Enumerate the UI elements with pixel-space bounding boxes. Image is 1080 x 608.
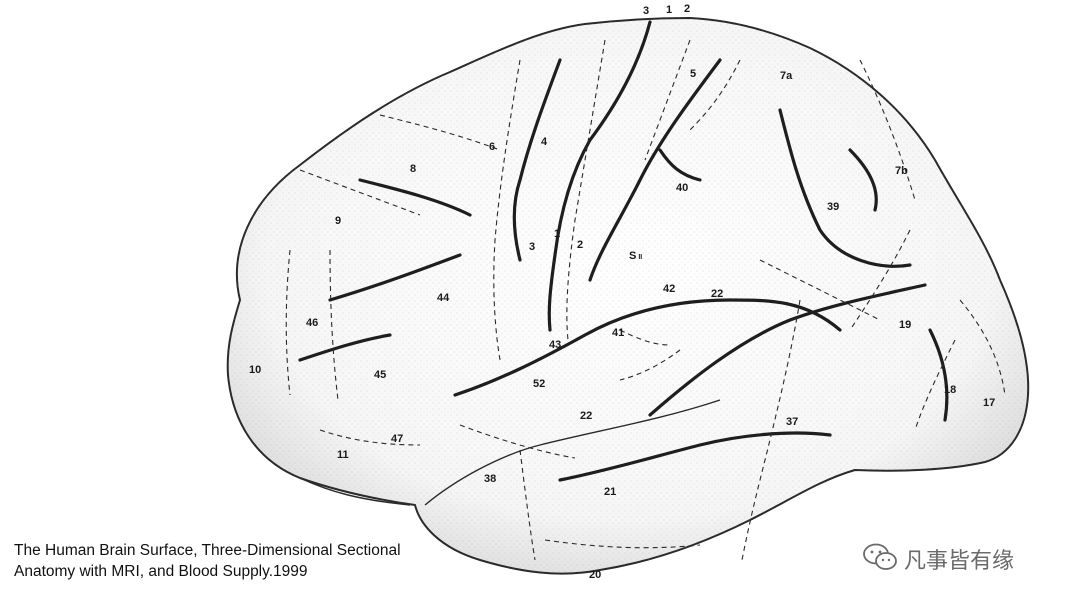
- area-label-43: 43: [549, 339, 561, 351]
- area-label-47: 47: [391, 433, 403, 445]
- watermark: 凡事皆有缘: [862, 542, 1015, 577]
- caption-line-2: Anatomy with MRI, and Blood Supply.1999: [14, 563, 308, 580]
- area-label-6: 6: [489, 141, 495, 153]
- area-label-22-lower: 22: [580, 410, 592, 422]
- area-label-17: 17: [983, 397, 995, 409]
- area-label-8: 8: [410, 163, 416, 175]
- area-label-20: 20: [589, 569, 601, 581]
- area-label-22-upper: 22: [711, 288, 723, 300]
- watermark-text: 凡事皆有缘: [904, 549, 1015, 574]
- area-label-42: 42: [663, 283, 675, 295]
- area-label-4: 4: [541, 136, 548, 148]
- area-boundaries: [285, 39, 1006, 561]
- figure-caption: The Human Brain Surface, Three-Dimension…: [14, 540, 401, 582]
- area-label-9: 9: [335, 215, 341, 227]
- area-label-45: 45: [374, 369, 386, 381]
- area-label-37: 37: [786, 416, 798, 428]
- area-label-41: 41: [612, 327, 624, 339]
- area-label-52: 52: [533, 378, 545, 390]
- area-label-46: 46: [306, 317, 318, 329]
- sulci: [298, 20, 949, 482]
- area-label-2-top: 2: [684, 3, 690, 15]
- area-label-2-mid: 2: [577, 239, 583, 251]
- area-label-3-mid: 3: [529, 241, 535, 253]
- area-label-44: 44: [437, 292, 450, 304]
- area-label-1-mid: 1: [554, 228, 560, 240]
- area-label-10: 10: [249, 364, 261, 376]
- area-label-7a: 7a: [780, 70, 793, 82]
- area-label-21: 21: [604, 486, 616, 498]
- area-label-3-top: 3: [643, 5, 649, 17]
- area-label-39: 39: [827, 201, 839, 213]
- area-label-18: 18: [944, 384, 956, 396]
- area-label-11: 11: [337, 449, 349, 461]
- wechat-icon: [862, 542, 898, 577]
- area-label-7b: 7b: [895, 165, 908, 177]
- area-label-38: 38: [484, 473, 496, 485]
- area-label-5: 5: [690, 68, 696, 80]
- area-label-1-top: 1: [666, 4, 672, 16]
- caption-line-1: The Human Brain Surface, Three-Dimension…: [14, 542, 401, 559]
- area-label-40: 40: [676, 182, 688, 194]
- area-label-19: 19: [899, 319, 911, 331]
